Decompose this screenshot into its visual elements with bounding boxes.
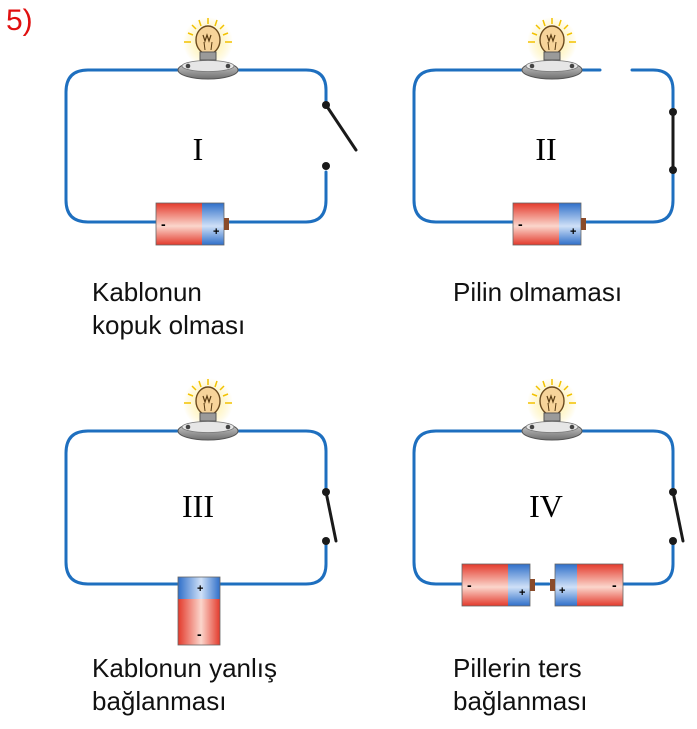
circuit-2-caption: Pilin olmaması: [453, 277, 623, 307]
circuit-3-label: III: [182, 488, 214, 524]
circuit-4-wire: [412, 429, 685, 586]
circuit-2-label: II: [535, 131, 557, 167]
battery-2: [512, 202, 587, 246]
circuit-1-label: I: [192, 131, 204, 167]
circuit-1-wire: [64, 68, 358, 224]
bulb-1: [177, 16, 239, 80]
circuit-2-wire: [412, 68, 675, 224]
circuit-3-wire: [64, 429, 338, 586]
battery-3: [177, 576, 221, 646]
circuit-4-caption: Pillerin ters bağlanması: [453, 653, 588, 716]
circuit-3-caption: Kablonun yanlış bağlanması: [92, 653, 278, 716]
bulb-2: [521, 16, 583, 80]
battery-4b: [549, 563, 624, 607]
circuit-4-label: IV: [529, 488, 563, 524]
bulb-3: [177, 377, 239, 441]
battery-1: [155, 202, 230, 246]
question-number: 5): [6, 4, 33, 37]
bulb-4: [521, 377, 583, 441]
circuit-1-caption: Kablonun kopuk olması: [92, 277, 246, 340]
battery-4a: [461, 563, 536, 607]
